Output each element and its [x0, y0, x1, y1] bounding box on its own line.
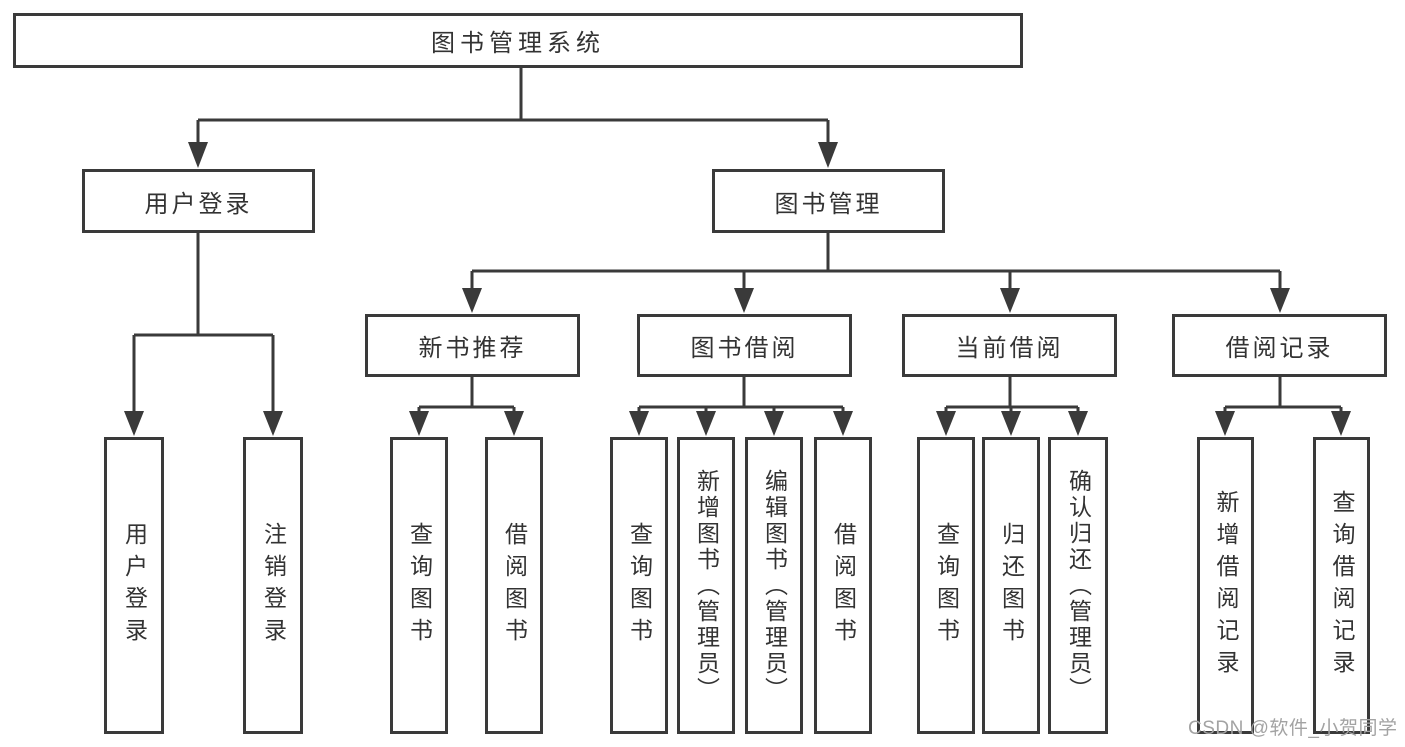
connector-userlogin-to-leaves: [132, 232, 275, 416]
arrowheads-userlogin-leaves: [124, 411, 283, 436]
arrowheads-level3: [462, 288, 1290, 313]
arrowheads-currentborrow-leaves: [936, 411, 1088, 436]
leaf-add-borrow-record: 新增借阅记录: [1197, 437, 1254, 734]
leaf-query-book-current: 查询图书: [917, 437, 975, 734]
leaf-borrow-book-newrec: 借阅图书: [485, 437, 543, 734]
arrowheads-level2: [188, 142, 838, 168]
connector-bookmgmt-to-level3: [470, 232, 1282, 293]
connector-newbook-to-leaves: [417, 377, 516, 416]
leaf-logout: 注销登录: [243, 437, 303, 734]
connector-records-to-leaves: [1223, 377, 1343, 416]
leaf-query-book-newrec: 查询图书: [390, 437, 448, 734]
leaf-query-book-borrow: 查询图书: [610, 437, 668, 734]
arrowheads-bookborrow-leaves: [629, 411, 853, 436]
node-root: 图书管理系统: [13, 13, 1023, 68]
connector-root-to-level2: [196, 67, 830, 148]
node-book-management: 图书管理: [712, 169, 945, 233]
leaf-query-borrow-record: 查询借阅记录: [1313, 437, 1370, 734]
connector-currentborrow-to-leaves: [944, 377, 1080, 416]
node-current-borrowing: 当前借阅: [902, 314, 1117, 377]
leaf-borrow-book-borrow: 借阅图书: [814, 437, 872, 734]
leaf-return-book: 归还图书: [982, 437, 1040, 734]
node-user-login: 用户登录: [82, 169, 315, 233]
connector-bookborrow-to-leaves: [637, 377, 845, 416]
leaf-add-book-admin: 新增图书（管理员）: [677, 437, 735, 734]
node-book-borrowing: 图书借阅: [637, 314, 852, 377]
node-borrow-records: 借阅记录: [1172, 314, 1387, 377]
node-new-book-recommend: 新书推荐: [365, 314, 580, 377]
arrowheads-newbook-leaves: [409, 411, 524, 436]
leaf-confirm-return-admin: 确认归还（管理员）: [1048, 437, 1108, 734]
leaf-edit-book-admin: 编辑图书（管理员）: [745, 437, 803, 734]
arrowheads-records-leaves: [1215, 411, 1351, 436]
leaf-user-login: 用户登录: [104, 437, 164, 734]
csdn-watermark: CSDN @软件_小贺同学: [1188, 718, 1398, 739]
